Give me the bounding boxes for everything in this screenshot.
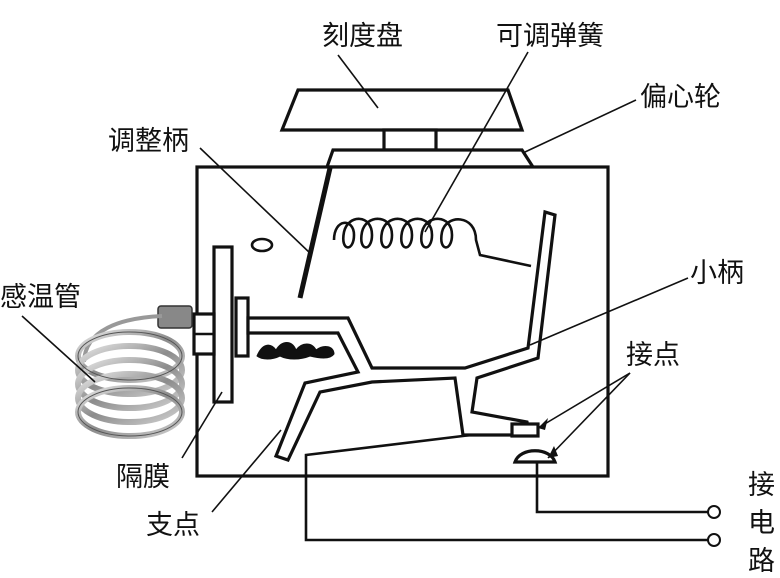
label-circuit-2: 电 xyxy=(748,508,775,539)
label-contacts: 接点 xyxy=(626,340,680,371)
wiring xyxy=(304,433,721,547)
oval-hole xyxy=(250,237,274,253)
adjustable-spring xyxy=(332,217,532,268)
diaphragm xyxy=(212,245,234,404)
label-sensor-tube: 感温管 xyxy=(0,282,81,313)
label-pivot: 支点 xyxy=(146,510,200,541)
label-small-handle: 小柄 xyxy=(690,258,744,289)
label-dial: 刻度盘 xyxy=(322,21,403,52)
lower-contact xyxy=(512,449,558,464)
terminal-1 xyxy=(707,505,721,519)
sensor-tube xyxy=(75,305,195,439)
upper-contact xyxy=(510,422,540,438)
label-spring: 可调弹簧 xyxy=(496,21,604,52)
cam xyxy=(324,148,536,169)
bellows-blob xyxy=(256,342,335,360)
adjust-handle xyxy=(297,167,333,299)
label-circuit-1: 接 xyxy=(748,470,775,501)
label-circuit-3: 路 xyxy=(748,546,775,577)
dial xyxy=(279,88,525,152)
leader-lines xyxy=(21,51,689,513)
label-diaphragm: 隔膜 xyxy=(116,462,170,493)
terminal-2 xyxy=(707,533,721,547)
diaphragm-disk xyxy=(234,296,250,358)
label-cam: 偏心轮 xyxy=(640,82,721,113)
label-adjust-handle: 调整柄 xyxy=(108,126,189,157)
